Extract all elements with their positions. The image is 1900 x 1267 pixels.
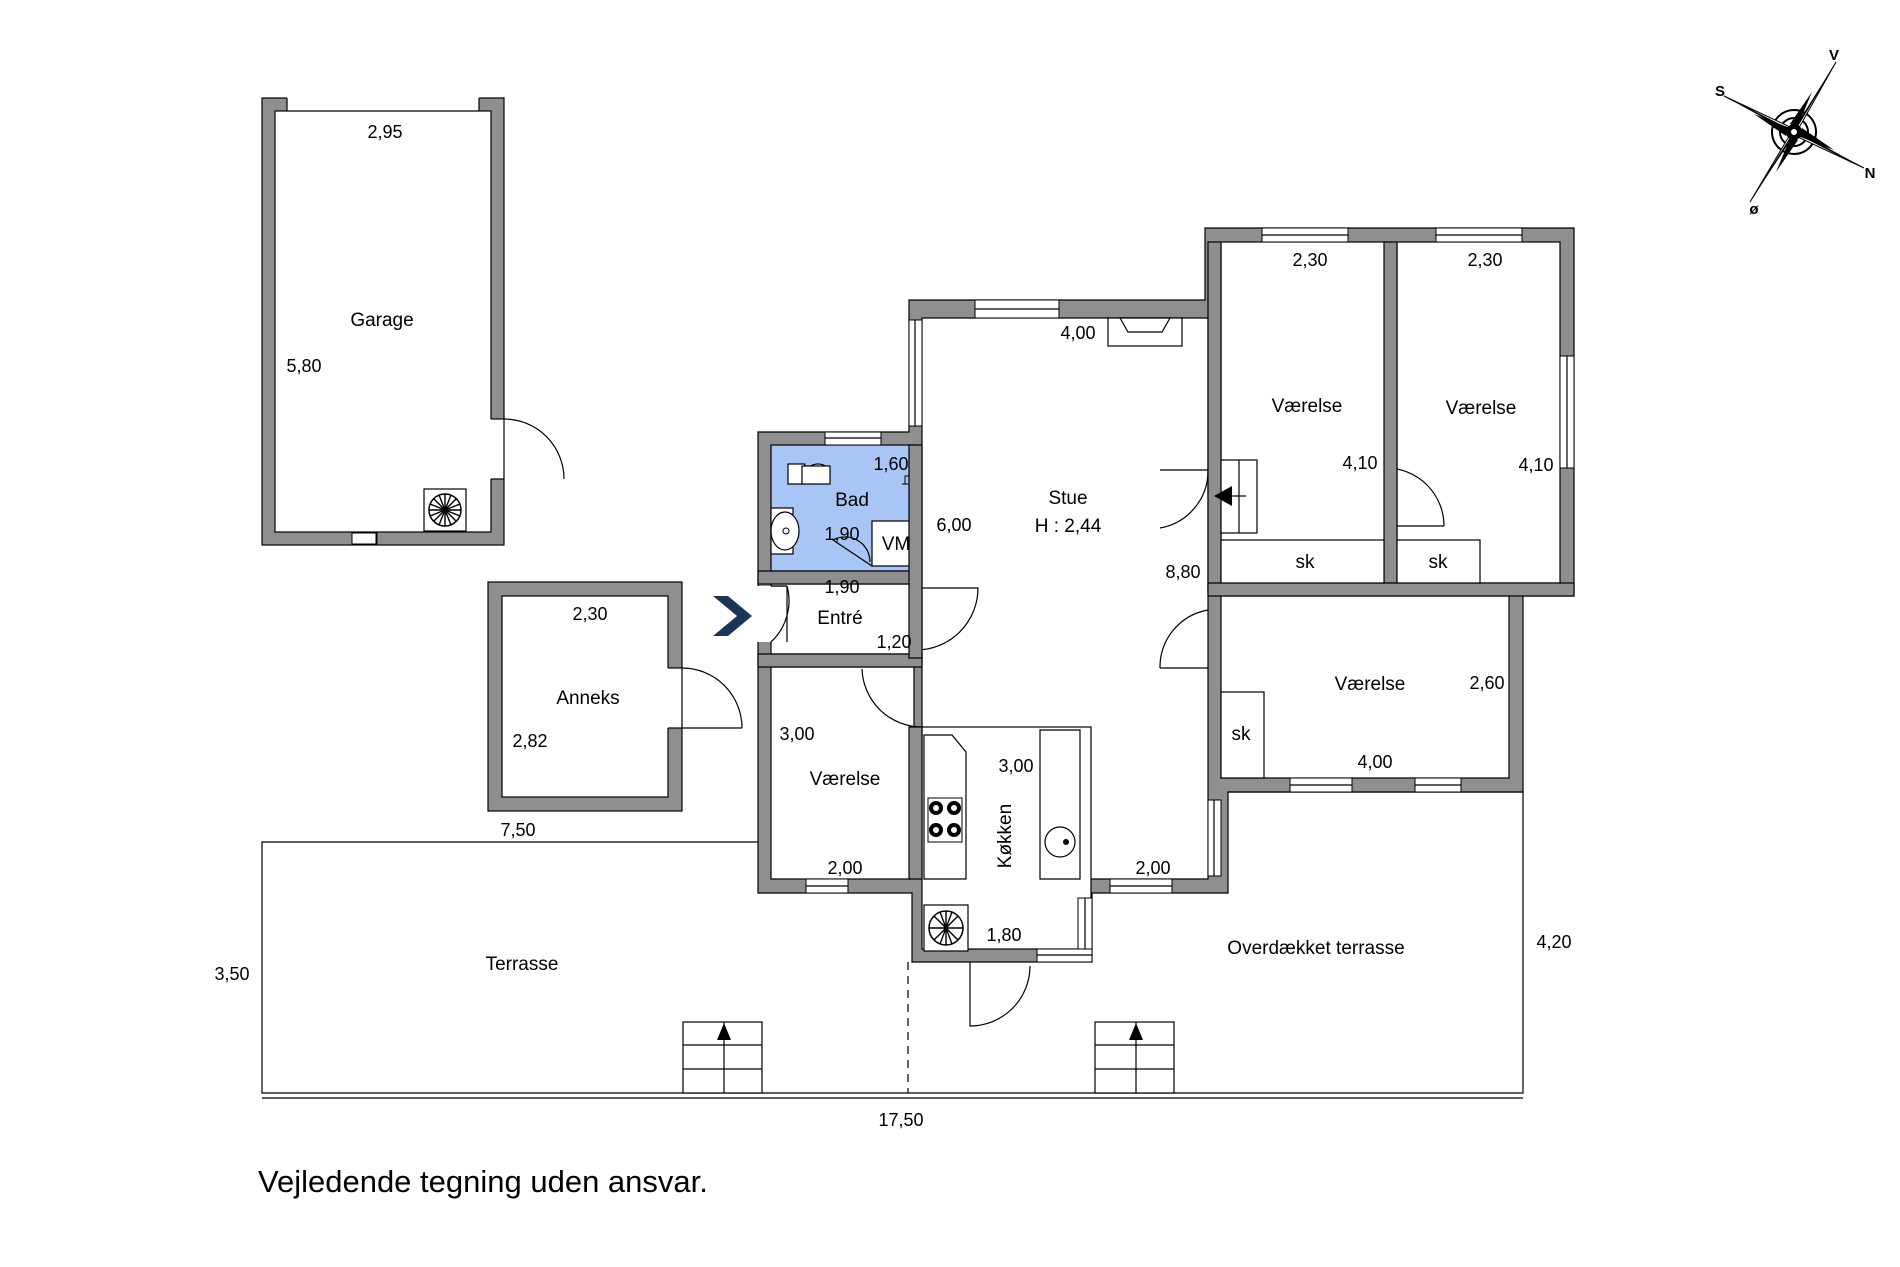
dim-vaer-tr-length: 4,10 (1518, 455, 1553, 475)
stairs-left (682, 1021, 763, 1094)
compass-rose (1723, 61, 1865, 203)
dim-vaer-bl-length: 3,00 (779, 724, 814, 744)
room-anneks: Anneks (556, 688, 619, 709)
label-sk-3: sk (1232, 724, 1252, 745)
dim-terrace-side: 3,50 (214, 964, 249, 984)
kitchen-fixtures (923, 729, 1081, 952)
room-vaerelse-mid-right: Værelse (1335, 674, 1406, 695)
washing-machine-box (871, 520, 914, 567)
room-stue: Stue (1048, 488, 1087, 509)
stove-icon (927, 797, 963, 843)
dim-koekken-width: 1,80 (986, 925, 1021, 945)
dim-entre-length: 1,20 (876, 632, 911, 652)
bathroom-fixtures (770, 463, 914, 567)
disclaimer-text: Vejledende tegning uden ansvar. (258, 1164, 708, 1199)
compass-south: S (1715, 83, 1725, 100)
dim-stue-top: 4,00 (1060, 323, 1095, 343)
label-vm: VM (882, 534, 911, 555)
dim-koekken-length: 3,00 (998, 756, 1033, 776)
compass-north: N (1865, 165, 1876, 182)
label-sk-1: sk (1296, 552, 1316, 573)
anneks (487, 581, 743, 812)
room-entre: Entré (817, 608, 862, 629)
stairs-left-arrow-icon (717, 1023, 731, 1040)
label-sk-2: sk (1429, 552, 1449, 573)
room-koekken: Køkken (995, 804, 1016, 868)
room-bad: Bad (835, 490, 869, 511)
room-terrasse: Terrasse (486, 954, 559, 975)
main-house (757, 227, 1575, 963)
arrow-left-icon (1214, 486, 1232, 506)
windows (805, 227, 1575, 963)
dim-terrace-top: 7,50 (500, 820, 535, 840)
garage (261, 97, 565, 546)
dim-bad-width: 1,60 (873, 454, 908, 474)
entry-arrow-icon (713, 596, 752, 636)
dim-total-width: 17,50 (878, 1110, 923, 1130)
dim-vaer-mr-length: 4,00 (1357, 752, 1392, 772)
dim-stue-length: 8,80 (1165, 562, 1200, 582)
dim-vaer-tr-width: 2,30 (1467, 250, 1502, 270)
dim-bad-length: 1,90 (824, 524, 859, 544)
stairs-right-arrow-icon (1129, 1023, 1143, 1040)
dim-covered-side: 4,20 (1536, 932, 1571, 952)
dim-garage-width: 2,95 (367, 122, 402, 142)
doors (756, 467, 1445, 1027)
dim-vaer-bl-width: 2,00 (827, 858, 862, 878)
interior-walls (757, 241, 1575, 880)
fireplace (1107, 317, 1183, 347)
dim-vaer-mr-width: 2,60 (1469, 673, 1504, 693)
dim-anneks-length: 2,82 (512, 731, 547, 751)
room-stue-height: H : 2,44 (1035, 516, 1102, 537)
stairs-right (1094, 1021, 1175, 1094)
dim-vaer-tl-width: 2,30 (1292, 250, 1327, 270)
compass-east: ø (1749, 201, 1759, 218)
compass-west: V (1829, 47, 1839, 64)
dim-anneks-width: 2,30 (572, 604, 607, 624)
room-overdaekket-terrasse: Overdækket terrasse (1227, 938, 1404, 959)
wardrobes (1214, 459, 1481, 779)
room-vaerelse-top-left: Værelse (1272, 396, 1343, 417)
dim-stue-side: 6,00 (936, 515, 971, 535)
dim-stue-bottom: 2,00 (1135, 858, 1170, 878)
dim-vaer-tl-length: 4,10 (1342, 453, 1377, 473)
dim-garage-length: 5,80 (286, 356, 321, 376)
room-vaerelse-bottom-left: Værelse (810, 769, 881, 790)
kitchen-sink-icon (1044, 826, 1076, 858)
room-garage: Garage (350, 310, 413, 331)
room-vaerelse-top-right: Værelse (1446, 398, 1517, 419)
sink-icon (770, 511, 800, 551)
dim-entre-width: 1,90 (824, 577, 859, 597)
